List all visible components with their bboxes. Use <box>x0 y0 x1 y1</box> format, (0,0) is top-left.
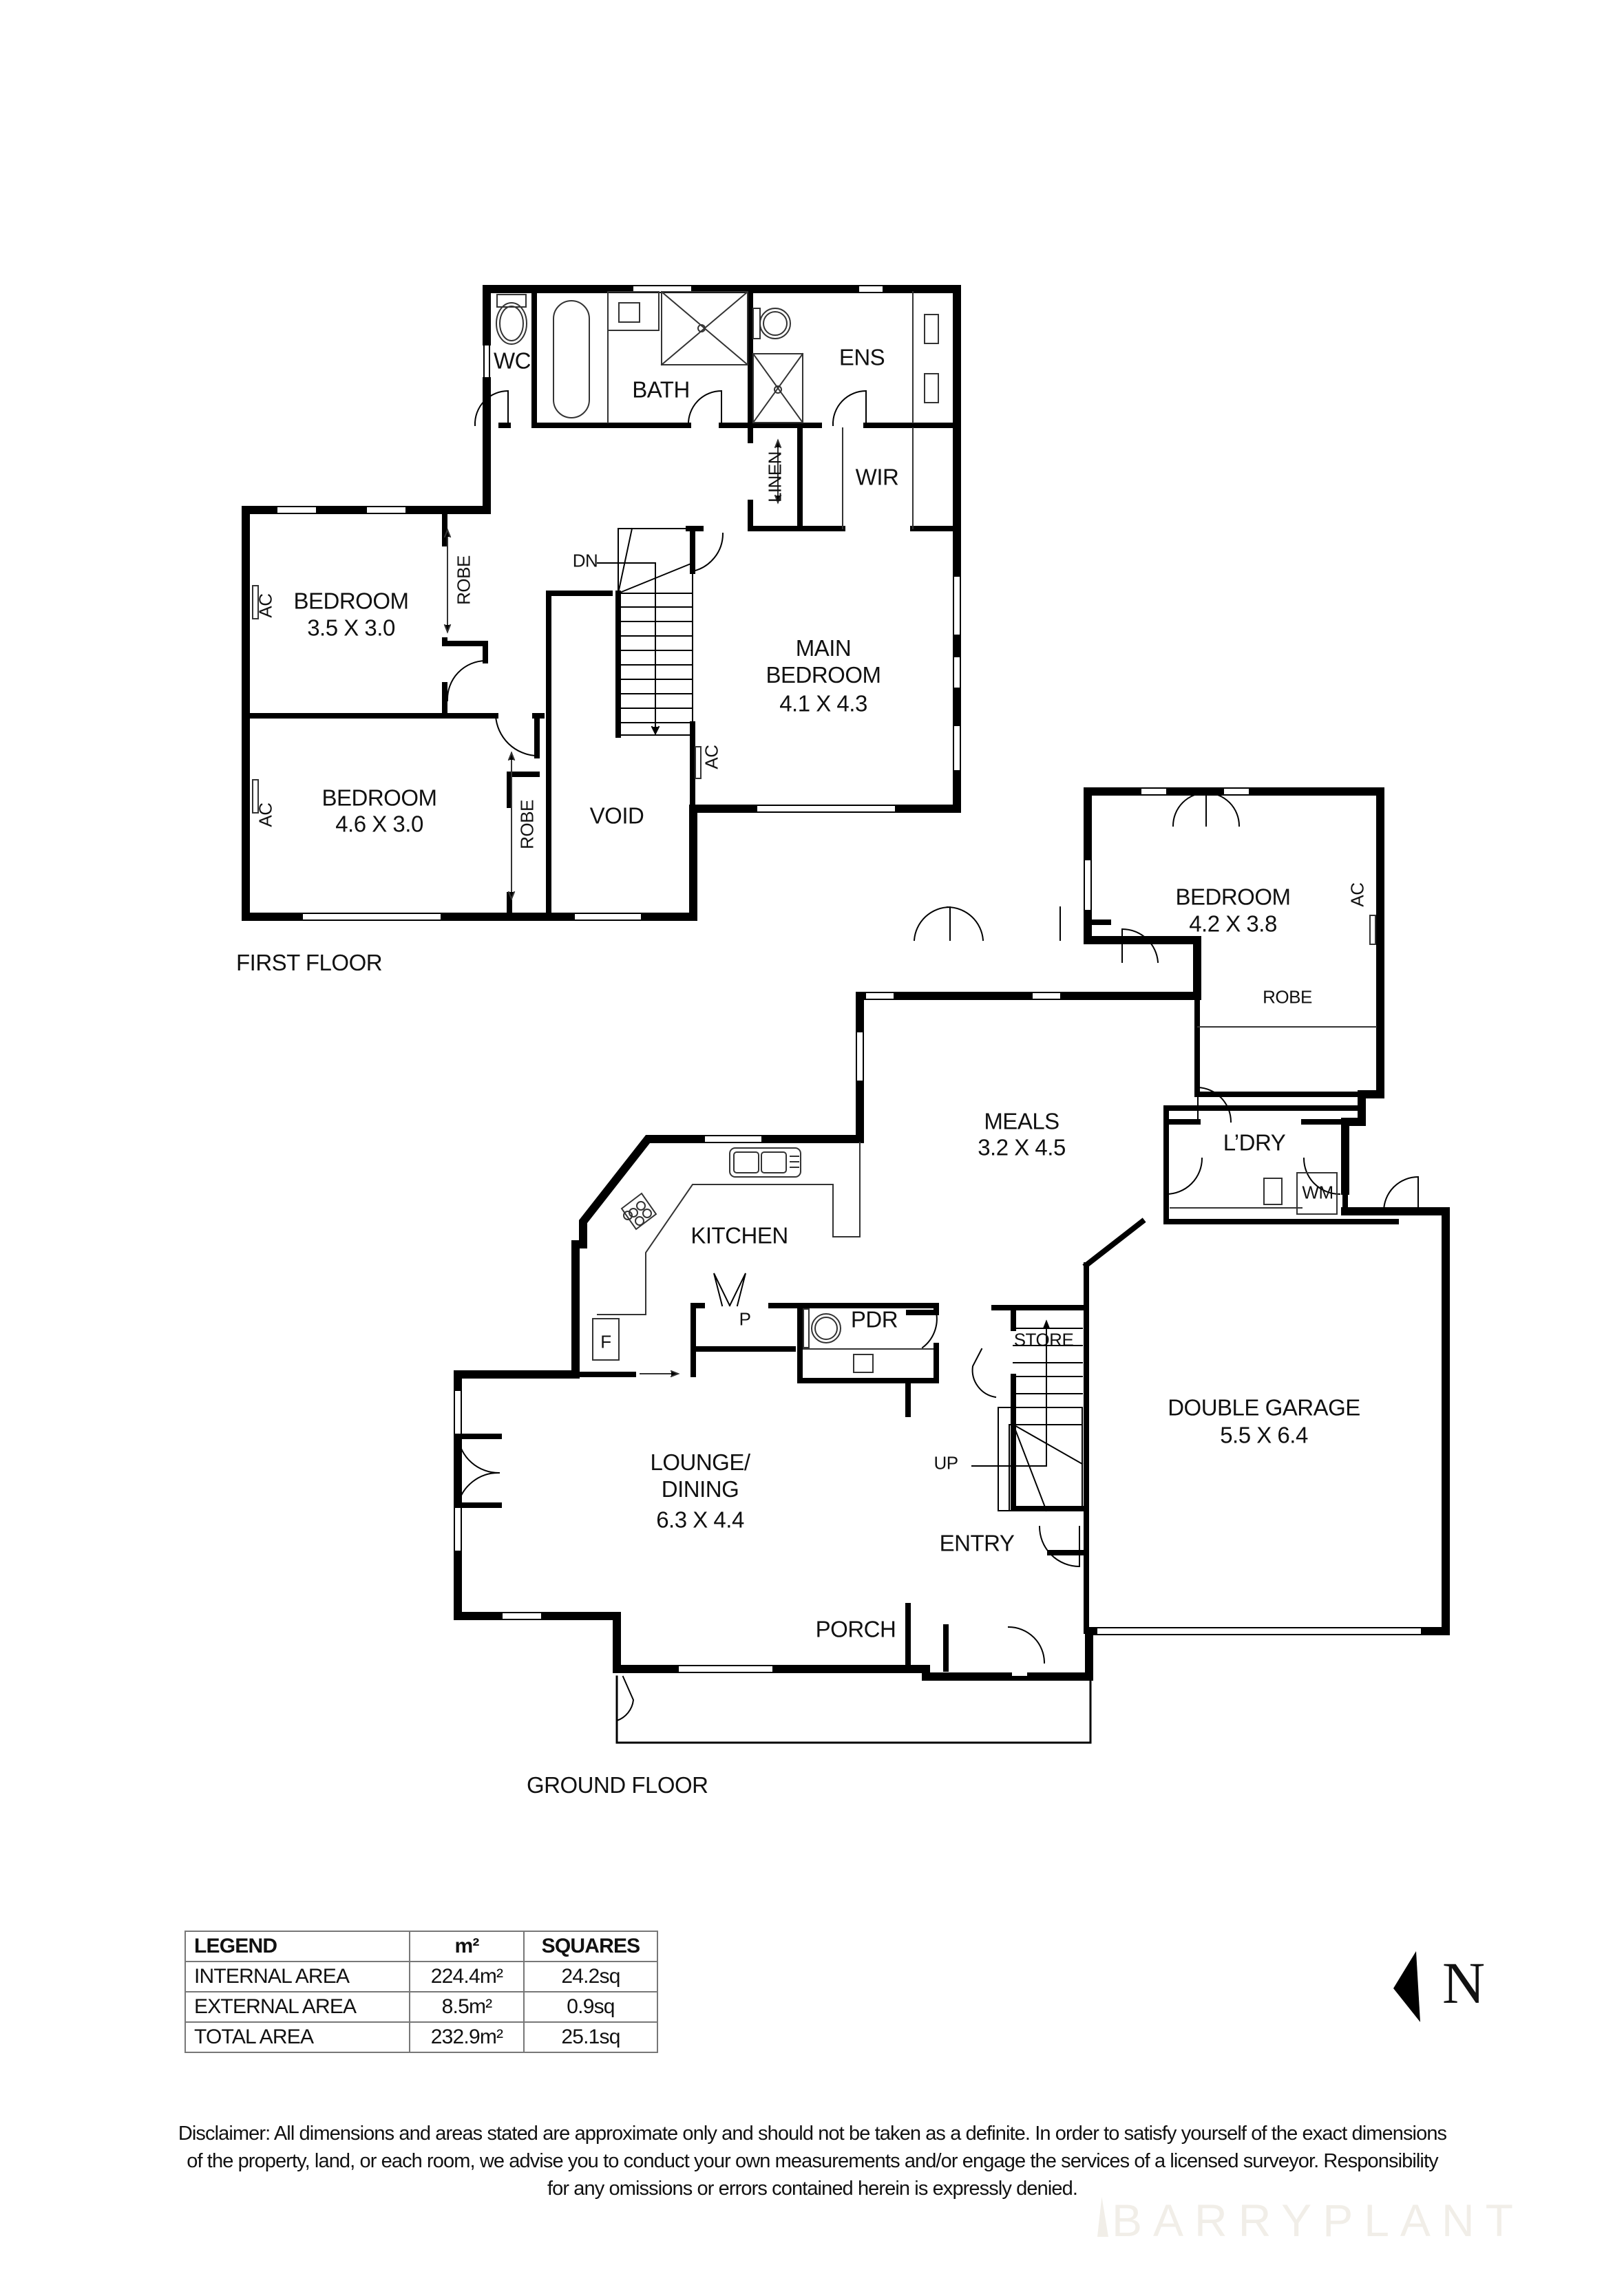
legend-cell: 224.4m² <box>409 1961 525 1992</box>
stairs-down-label: DN <box>572 550 598 571</box>
room-label-meals: MEALS <box>984 1108 1059 1134</box>
room-dims-bedroom-2: 4.6 X 3.0 <box>335 811 423 837</box>
legend-cell: 8.5m² <box>409 1991 525 2023</box>
legend-row-total: TOTAL AREA 232.9m² 25.1sq <box>184 2021 658 2053</box>
room-label-lounge-dining: LOUNGE/ DINING <box>650 1449 750 1502</box>
room-label-bedroom-2: BEDROOM <box>321 785 437 811</box>
ground-floor-title: GROUND FLOOR <box>527 1772 708 1798</box>
room-dims-lounge-dining: 6.3 X 4.4 <box>656 1507 744 1533</box>
ac-label-bedroom-ground: AC <box>1347 882 1368 907</box>
legend-cell: 232.9m² <box>409 2021 525 2053</box>
room-dims-main-bedroom: 4.1 X 4.3 <box>779 690 867 716</box>
robe-label-bedroom-1: ROBE <box>453 555 474 605</box>
legend-header-m2: m² <box>409 1931 525 1962</box>
legend-cell: 24.2sq <box>523 1961 658 1992</box>
room-label-store: STORE <box>1013 1329 1074 1350</box>
ac-label-bedroom-2: AC <box>255 802 276 827</box>
legend-header-legend: LEGEND <box>184 1931 410 1962</box>
room-label-bedroom-1: BEDROOM <box>293 588 409 614</box>
room-dims-meals: 3.2 X 4.5 <box>978 1134 1066 1160</box>
ground-floor-doors <box>455 791 1419 1722</box>
room-label-porch: PORCH <box>815 1616 896 1642</box>
room-label-kitchen: KITCHEN <box>690 1222 788 1248</box>
robe-label-bedroom-2: ROBE <box>516 800 538 849</box>
ground-floor-stairs <box>971 1319 1084 1512</box>
stairs-up-label: UP <box>934 1452 958 1474</box>
robe-label-bedroom-ground: ROBE <box>1263 986 1312 1008</box>
legend-cell: TOTAL AREA <box>184 2021 410 2053</box>
room-dims-double-garage: 5.5 X 6.4 <box>1220 1422 1308 1448</box>
ac-label-bedroom-1: AC <box>255 593 276 618</box>
room-dims-bedroom-ground: 4.2 X 3.8 <box>1189 911 1277 937</box>
area-legend-table: LEGEND m² SQUARES INTERNAL AREA 224.4m² … <box>184 1931 658 2053</box>
room-label-bedroom-ground: BEDROOM <box>1175 884 1291 910</box>
disclaimer-text: Disclaimer: All dimensions and areas sta… <box>83 2120 1542 2202</box>
room-label-wc: WC <box>494 348 531 374</box>
room-label-entry: ENTRY <box>939 1530 1015 1556</box>
north-arrow-shape <box>1393 1951 1420 2022</box>
room-label-wir: WIR <box>855 464 899 490</box>
room-label-void: VOID <box>589 802 644 829</box>
room-label-laundry: L’DRY <box>1223 1129 1286 1156</box>
legend-row-internal: INTERNAL AREA 224.4m² 24.2sq <box>184 1961 658 1992</box>
first-floor-doors <box>443 390 867 757</box>
room-label-double-garage: DOUBLE GARAGE <box>1168 1394 1360 1421</box>
first-floor-title: FIRST FLOOR <box>236 950 383 975</box>
pantry-label: P <box>739 1308 751 1330</box>
room-label-linen: LINEN <box>764 451 785 503</box>
ground-floor-window-lines <box>454 787 1422 1673</box>
legend-header-row: LEGEND m² SQUARES <box>184 1931 658 1962</box>
barryplant-watermark: BARRYPLANT <box>1112 2195 1524 2246</box>
fridge-label: F <box>600 1331 611 1352</box>
ac-label-main-bedroom: AC <box>701 745 722 769</box>
first-floor-fixtures <box>252 290 939 901</box>
ground-floor-fixtures <box>592 915 1377 1378</box>
legend-row-external: EXTERNAL AREA 8.5m² 0.9sq <box>184 1991 658 2023</box>
washing-machine-label: WM <box>1302 1182 1333 1203</box>
room-label-pdr: PDR <box>850 1306 898 1332</box>
disclaimer-line-3: for any omissions or errors contained he… <box>547 2178 1078 2200</box>
room-label-main-bedroom: MAIN BEDROOM <box>766 635 881 688</box>
first-floor-plan <box>242 282 964 924</box>
legend-header-squares: SQUARES <box>523 1931 658 1962</box>
legend-cell: 0.9sq <box>523 1991 658 2023</box>
first-floor-window-lines <box>277 285 961 921</box>
porch-outline <box>615 1675 1092 1744</box>
disclaimer-line-1: Disclaimer: All dimensions and areas sta… <box>178 2123 1447 2145</box>
legend-cell: EXTERNAL AREA <box>184 1991 410 2023</box>
first-floor-stairs <box>597 527 694 738</box>
ground-floor-interior-walls <box>573 920 1399 1672</box>
legend-cell: INTERNAL AREA <box>184 1961 410 1992</box>
north-arrow-label: N <box>1442 1950 1486 2016</box>
disclaimer-line-2: of the property, land, or each room, we … <box>187 2150 1438 2172</box>
ground-floor-plan <box>451 785 1450 1744</box>
first-floor-exterior-walls <box>242 285 961 921</box>
room-dims-bedroom-1: 3.5 X 3.0 <box>307 615 395 641</box>
room-label-bath: BATH <box>632 376 690 403</box>
legend-cell: 25.1sq <box>523 2021 658 2053</box>
room-label-ens: ENS <box>839 344 885 370</box>
first-floor-interior-walls <box>246 289 957 920</box>
